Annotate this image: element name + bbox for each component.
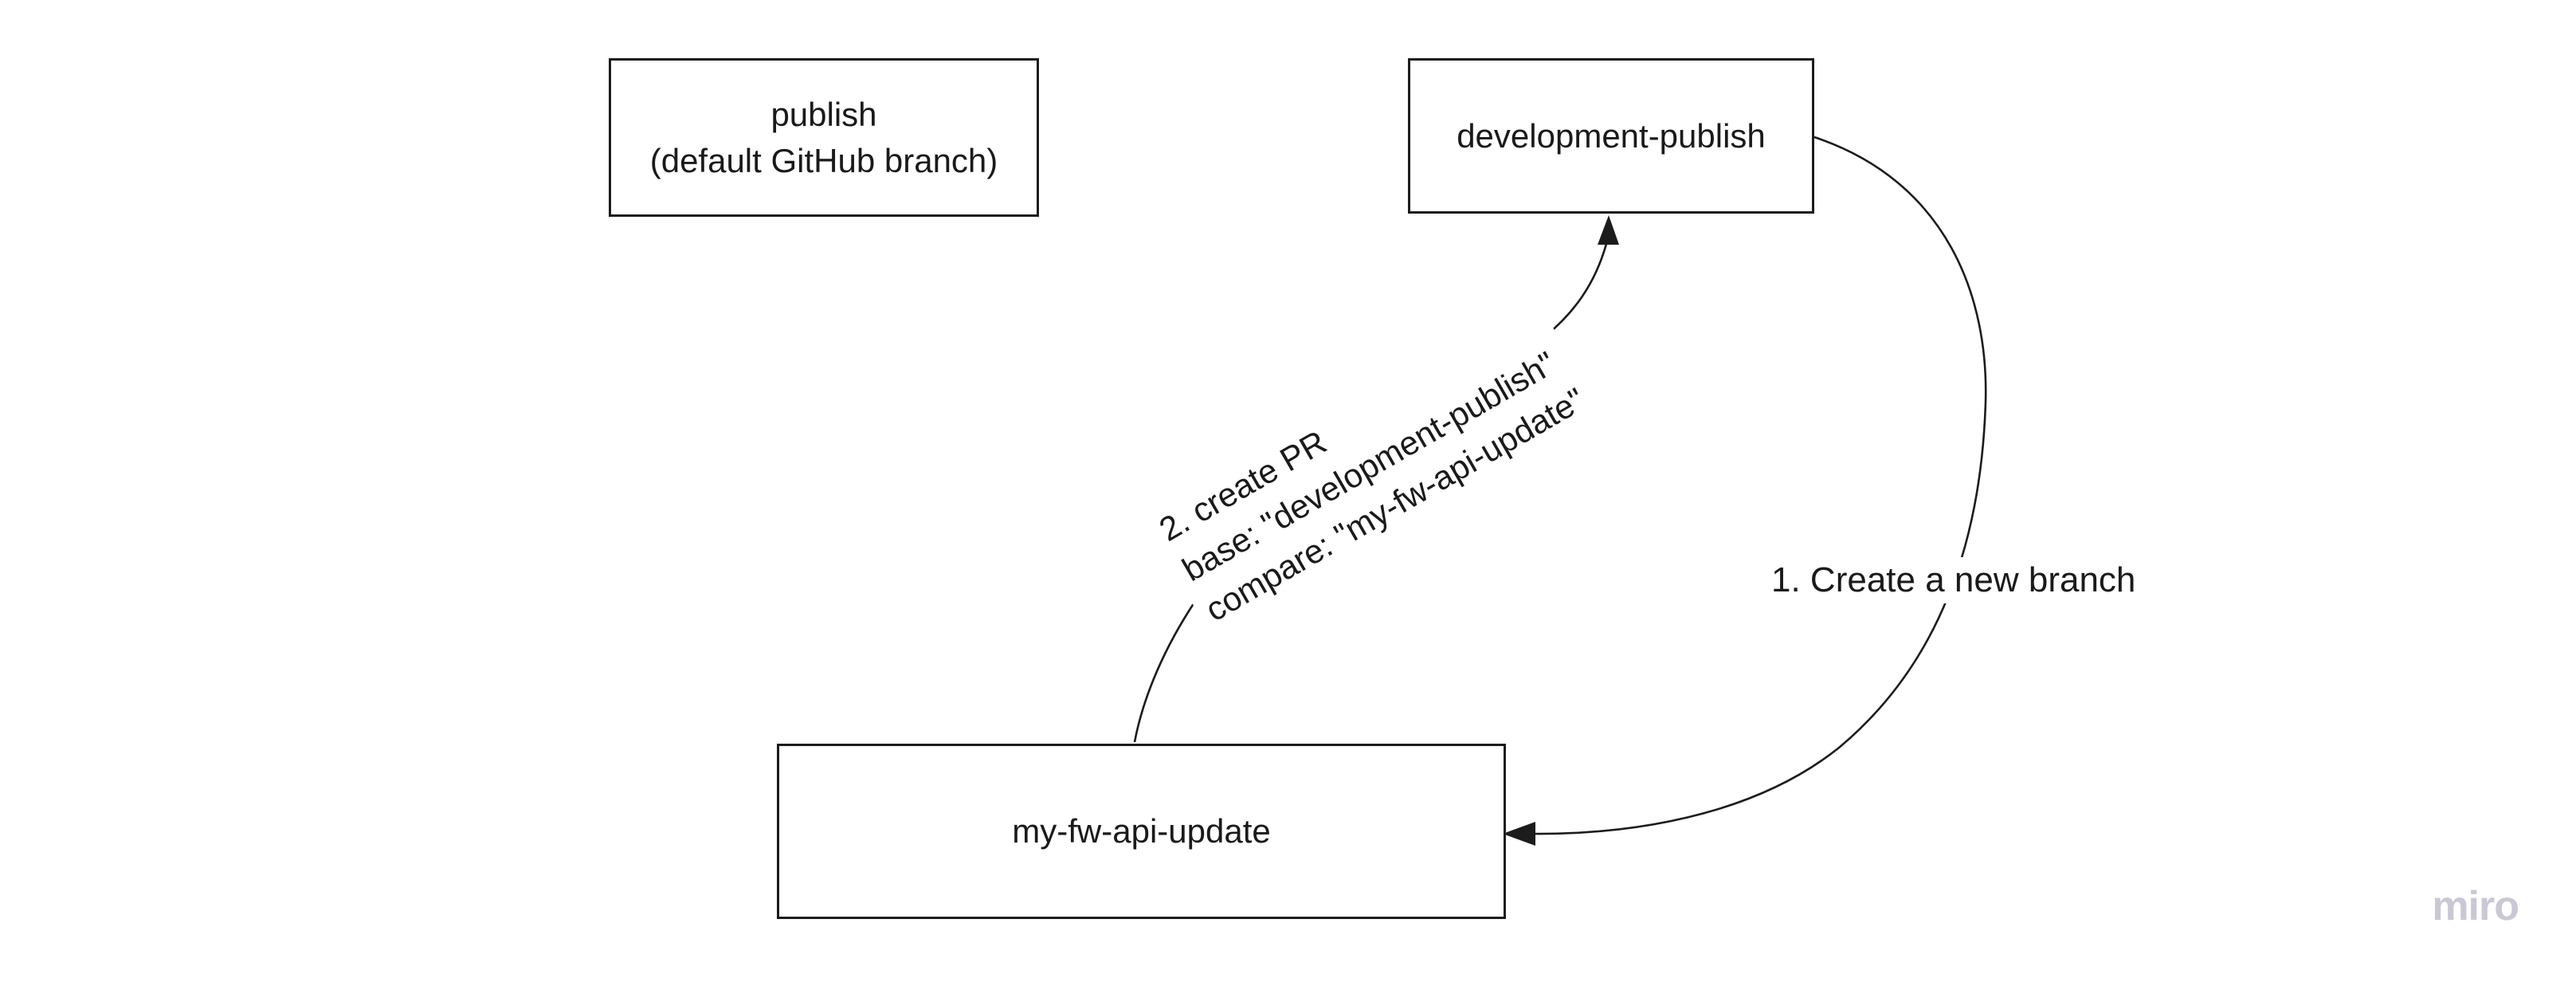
shape-my-fw-api-update-branch[interactable]: my-fw-api-update	[777, 744, 1506, 919]
arrowhead-up-icon	[1598, 215, 1619, 245]
connector-label-create-branch[interactable]: 1. Create a new branch	[1759, 557, 2149, 603]
shape-development-publish-branch[interactable]: development-publish	[1408, 58, 1814, 214]
arrowhead-left-icon	[1503, 822, 1535, 846]
miro-watermark: miro	[2432, 883, 2519, 929]
my-fw-api-update-label: my-fw-api-update	[1012, 812, 1271, 850]
publish-label-line-1: publish	[770, 95, 877, 133]
shape-publish-branch[interactable]: publish (default GitHub branch)	[609, 58, 1039, 217]
development-publish-label: development-publish	[1457, 116, 1766, 155]
publish-label-line-2: (default GitHub branch)	[649, 141, 998, 179]
